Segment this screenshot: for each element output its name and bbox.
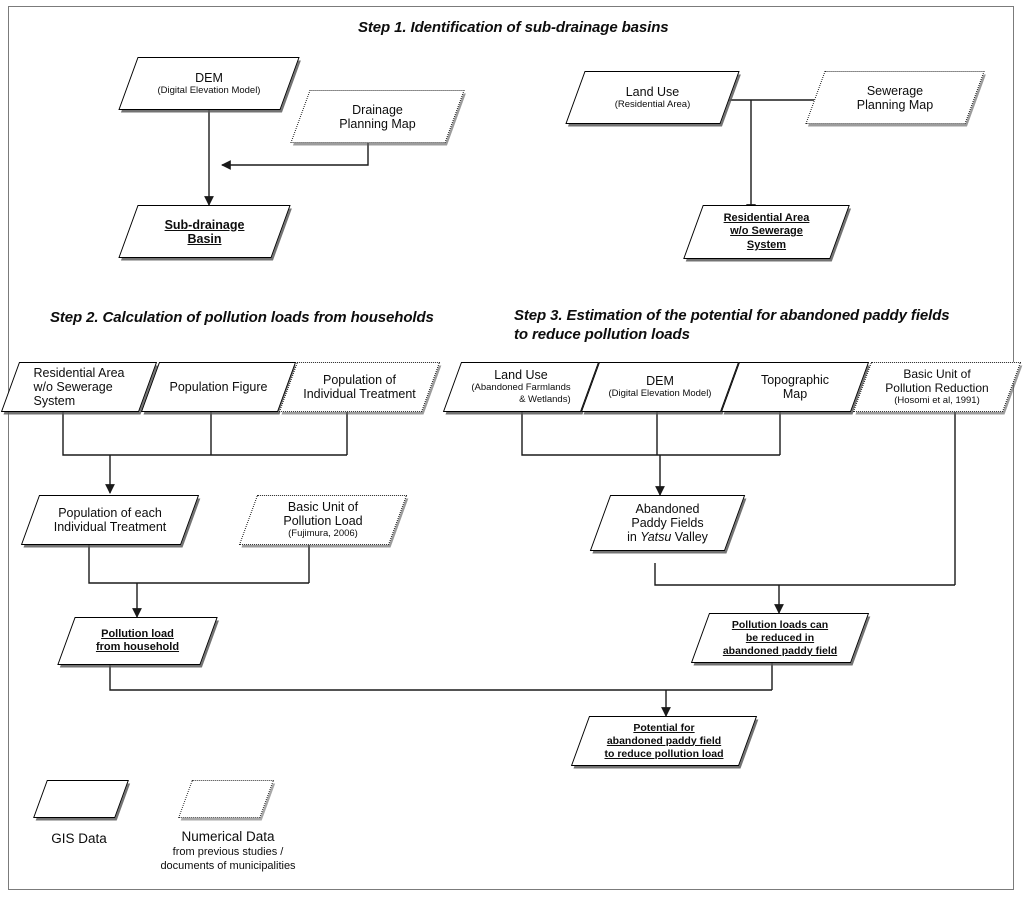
node-label: Population of each Individual Treatment [53,506,167,534]
node-label: DEM (Digital Elevation Model) [157,70,261,96]
node-residential-area-wo-sewerage-step1[interactable]: Residential Area w/o Sewerage System [683,205,850,259]
node-label: Basic Unit of Pollution Reduction (Hosom… [885,367,989,406]
legend-numerical-text: Numerical Data from previous studies / d… [160,829,296,872]
node-population-figure[interactable]: Population Figure [140,362,297,412]
node-pollution-loads-can-be-reduced[interactable]: Pollution loads can be reduced in abando… [690,613,870,663]
figure-border [8,6,1014,890]
node-land-use-abandoned-farmlands[interactable]: Land Use (Abandoned Farmlands & Wetlands… [442,362,600,412]
node-dem-step1[interactable]: DEM (Digital Elevation Model) [118,57,300,110]
node-label: Sub-drainage Basin [164,217,245,246]
node-label: Residential Area w/o Sewerage System [33,366,125,408]
node-label: Potential for abandoned paddy field to r… [604,721,724,760]
step3-title: Step 3. Estimation of the potential for … [514,307,950,343]
node-potential-for-abandoned-paddy-field[interactable]: Potential for abandoned paddy field to r… [570,716,758,766]
node-label: Land Use (Abandoned Farmlands & Wetlands… [471,368,571,405]
node-land-use-residential[interactable]: Land Use (Residential Area) [565,71,740,124]
node-label: Population Figure [169,380,268,394]
node-label: Population of Individual Treatment [303,373,416,401]
node-label: Drainage Planning Map [339,102,416,131]
node-label: Pollution load from household [95,627,180,654]
node-label: Pollution loads can be reduced in abando… [722,618,838,657]
node-drainage-planning-map[interactable]: Drainage Planning Map [290,90,465,143]
step2-title: Step 2. Calculation of pollution loads f… [50,309,434,326]
node-dem-step3[interactable]: DEM (Digital Elevation Model) [580,362,740,412]
node-sub-drainage-basin[interactable]: Sub-drainage Basin [118,205,291,258]
node-basic-unit-of-pollution-load[interactable]: Basic Unit of Pollution Load (Fujimura, … [238,495,408,545]
node-residential-area-wo-sewerage-step2[interactable]: Residential Area w/o Sewerage System [0,362,158,412]
step1-title: Step 1. Identification of sub-drainage b… [358,19,669,36]
node-label: Residential Area w/o Sewerage System [723,211,810,251]
node-label: Sewerage Planning Map [856,83,934,112]
node-population-of-each-individual-treatment[interactable]: Population of each Individual Treatment [20,495,200,545]
node-population-of-individual-treatment[interactable]: Population of Individual Treatment [278,362,441,412]
node-label: Basic Unit of Pollution Load (Fujimura, … [283,500,363,539]
node-basic-unit-of-pollution-reduction[interactable]: Basic Unit of Pollution Reduction (Hosom… [852,362,1022,412]
legend-numerical-shape [178,780,274,818]
node-sewerage-planning-map[interactable]: Sewerage Planning Map [805,71,985,124]
node-pollution-load-from-household[interactable]: Pollution load from household [57,617,218,665]
node-label: Land Use (Residential Area) [614,84,691,110]
node-label: Topographic Map [760,373,830,401]
node-topographic-map[interactable]: Topographic Map [720,362,870,412]
node-label: DEM (Digital Elevation Model) [608,374,712,399]
legend-gis-shape [33,780,129,818]
legend-gis-text: GIS Data [51,831,107,846]
